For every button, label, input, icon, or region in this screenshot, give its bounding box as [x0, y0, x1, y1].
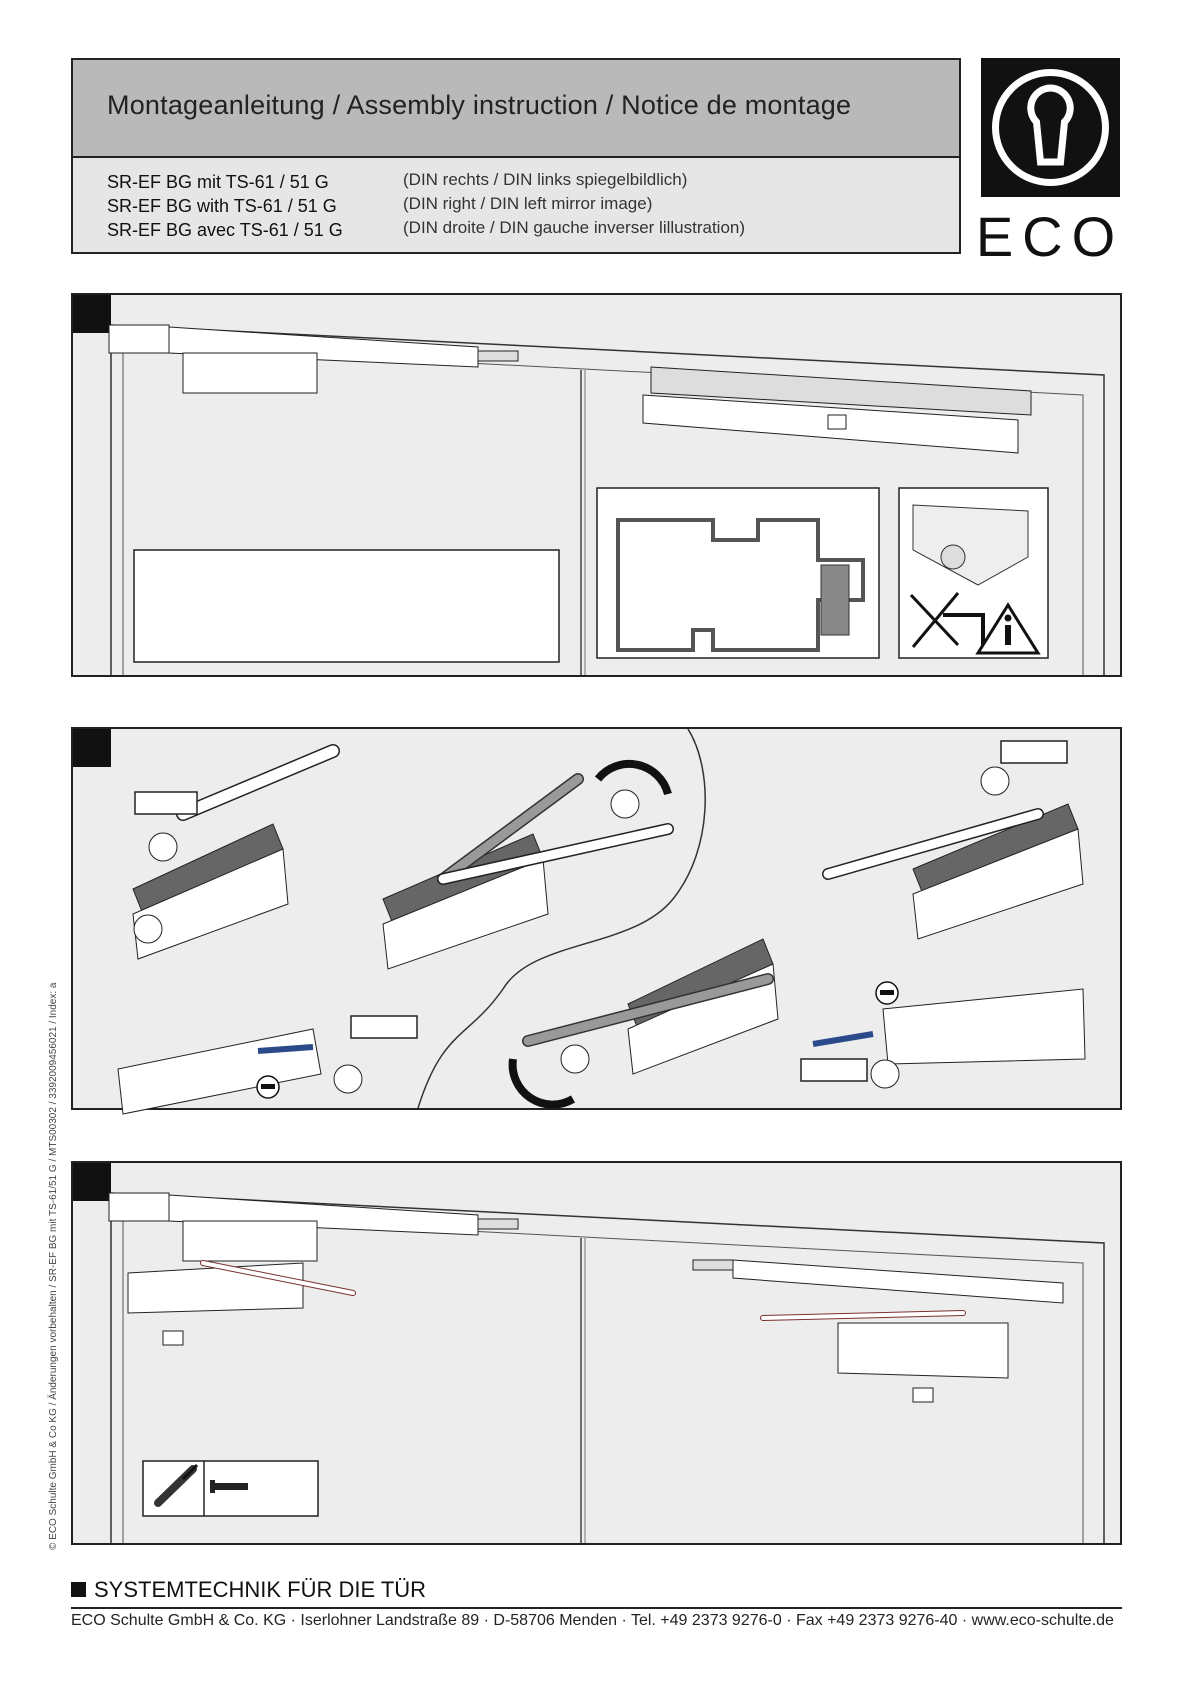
logo-text: ECO	[975, 205, 1125, 268]
document-title: Montageanleitung / Assembly instruction …	[107, 90, 852, 120]
product-name-fr: SR-EF BG avec TS-61 / 51 G	[107, 220, 343, 240]
product-note-de: (DIN rechts / DIN links spiegelbildlich)	[403, 170, 688, 189]
footer-title: SYSTEMTECHNIK FÜR DIE TÜR	[71, 1577, 426, 1603]
step-3-panel	[71, 1161, 1122, 1545]
screwdriver-icon	[154, 1463, 199, 1507]
step-1-illustration	[108, 324, 1105, 675]
copyright-side-text: © ECO Schulte GmbH & Co KG / Änderungen …	[48, 982, 59, 1550]
product-note-en: (DIN right / DIN left mirror image)	[403, 194, 653, 213]
step-2-panel	[71, 727, 1122, 1115]
minus-icon	[875, 981, 899, 1005]
title-band: Montageanleitung / Assembly instruction …	[73, 60, 959, 158]
footer-address: ECO Schulte GmbH & Co. KG · Iserlohner L…	[71, 1612, 1114, 1629]
product-name-de: SR-EF BG mit TS-61 / 51 G	[107, 172, 329, 192]
step-1-badge	[73, 295, 111, 333]
product-note-fr: (DIN droite / DIN gauche inverser lillus…	[403, 218, 746, 237]
warning-info-icon	[975, 602, 1041, 655]
lock-cylinder-logo-icon	[992, 69, 1109, 186]
step-1-panel	[71, 293, 1122, 677]
step-3-illustration	[108, 1192, 1105, 1543]
step-2-illustration	[117, 728, 1086, 1115]
step-2-badge	[73, 729, 111, 767]
footer-square-icon	[71, 1582, 86, 1597]
footer-divider	[71, 1607, 1122, 1609]
product-name-en: SR-EF BG with TS-61 / 51 G	[107, 196, 337, 216]
step-3-badge	[73, 1163, 111, 1201]
logo-mark	[981, 58, 1120, 197]
screw-icon	[210, 1480, 248, 1493]
minus-icon	[256, 1075, 280, 1099]
header-box: Montageanleitung / Assembly instruction …	[71, 58, 961, 254]
footer-title-text: SYSTEMTECHNIK FÜR DIE TÜR	[94, 1577, 427, 1602]
